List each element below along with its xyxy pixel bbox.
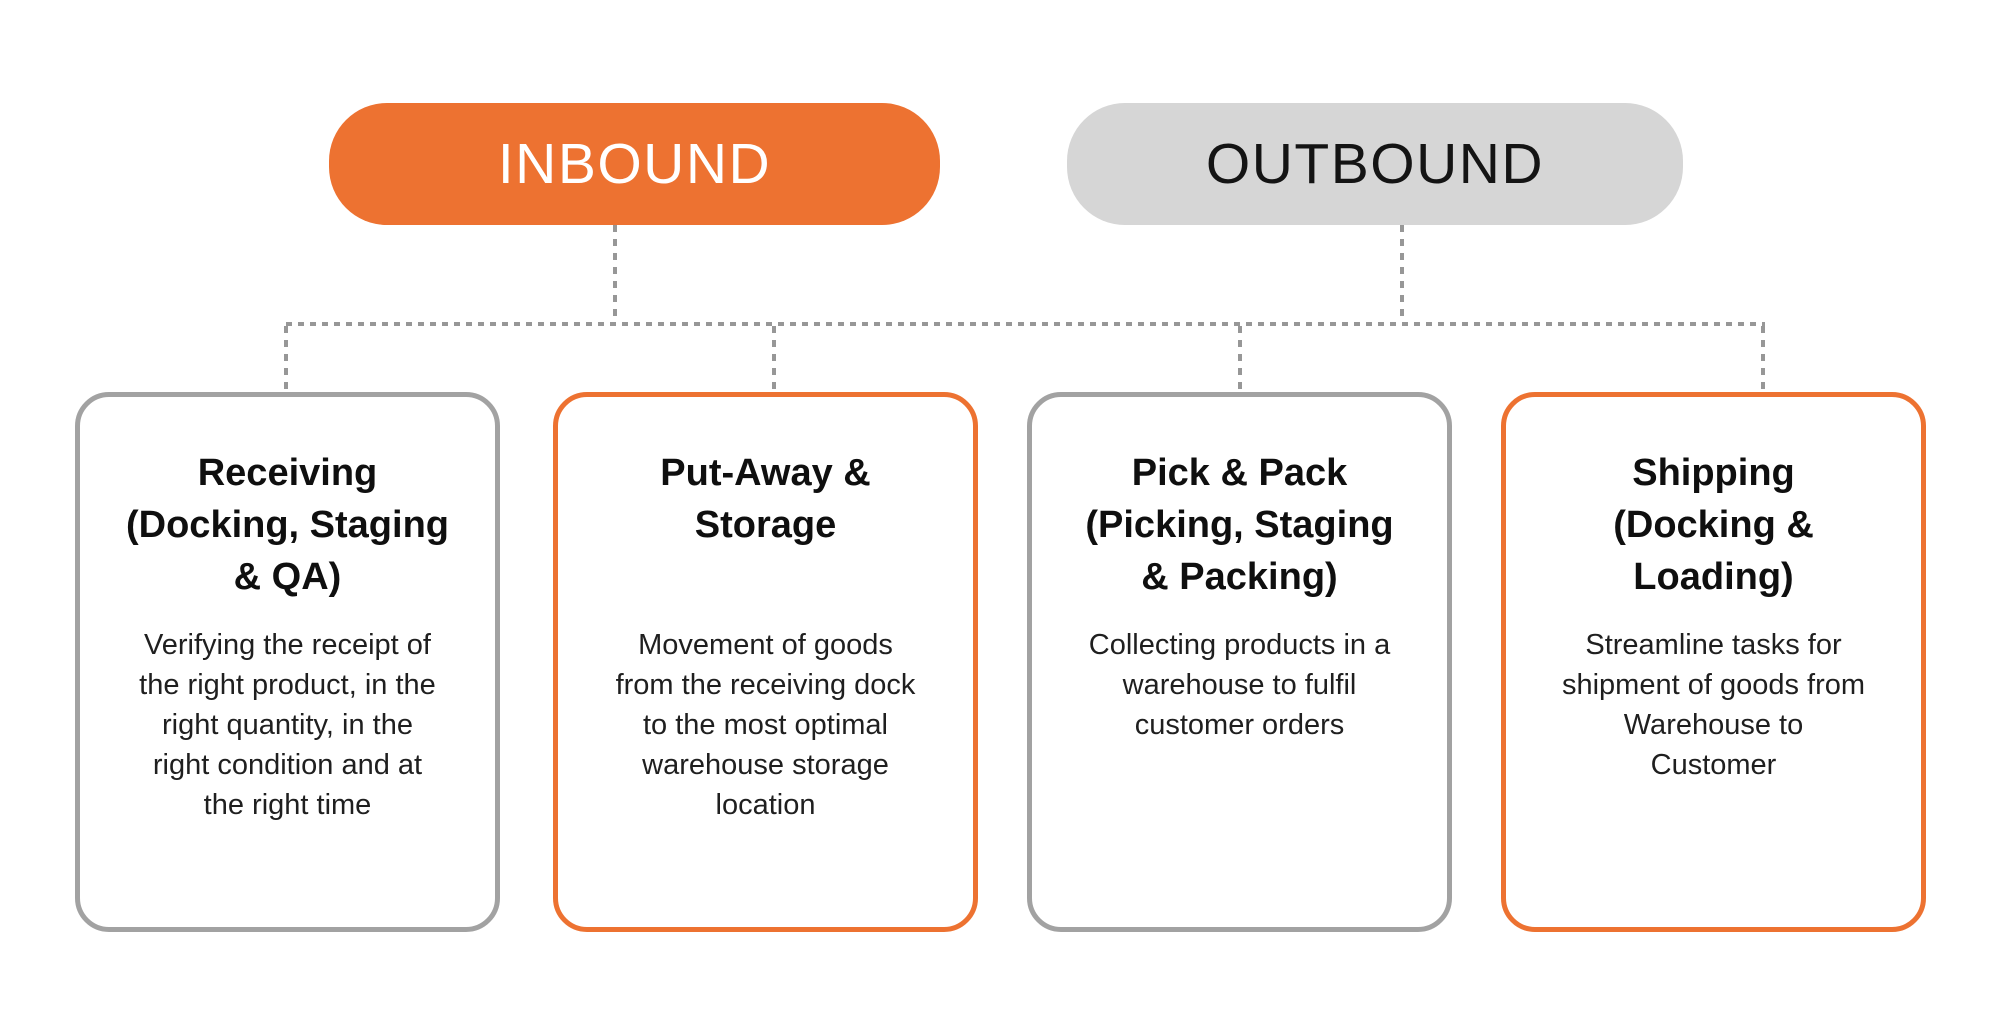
- card-receiving: Receiving (Docking, Staging & QA) Verify…: [75, 392, 500, 932]
- card-receiving-description: Verifying the receipt of the right produ…: [139, 629, 436, 821]
- card-pick-pack: Pick & Pack (Picking, Staging & Packing)…: [1027, 392, 1452, 932]
- connector-horizontal-trunk: [286, 322, 1765, 326]
- outbound-header-label: OUTBOUND: [1205, 132, 1545, 196]
- connector-drop-shipping: [1761, 326, 1765, 392]
- connector-drop-pick-pack: [1238, 326, 1242, 392]
- connector-inbound-vertical: [613, 225, 617, 322]
- connector-drop-put-away: [772, 326, 776, 392]
- connector-outbound-vertical: [1400, 225, 1404, 322]
- connector-drop-receiving: [284, 326, 288, 392]
- card-put-away-storage-title: Put-Away & Storage: [660, 452, 871, 546]
- card-shipping-title: Shipping (Docking & Loading): [1613, 452, 1814, 598]
- inbound-header-pill: INBOUND: [329, 103, 940, 225]
- card-shipping: Shipping (Docking & Loading) Streamline …: [1501, 392, 1926, 932]
- card-pick-pack-description: Collecting products in a warehouse to fu…: [1088, 629, 1391, 741]
- card-shipping-description: Streamline tasks for shipment of goods f…: [1561, 629, 1866, 781]
- outbound-header-pill: OUTBOUND: [1067, 103, 1683, 225]
- card-put-away-storage-description: Movement of goods from the receiving doc…: [615, 629, 916, 821]
- card-receiving-title: Receiving (Docking, Staging & QA): [126, 452, 449, 598]
- card-put-away-storage: Put-Away & Storage Movement of goods fro…: [553, 392, 978, 932]
- inbound-header-label: INBOUND: [497, 132, 772, 196]
- card-pick-pack-title: Pick & Pack (Picking, Staging & Packing): [1085, 452, 1394, 598]
